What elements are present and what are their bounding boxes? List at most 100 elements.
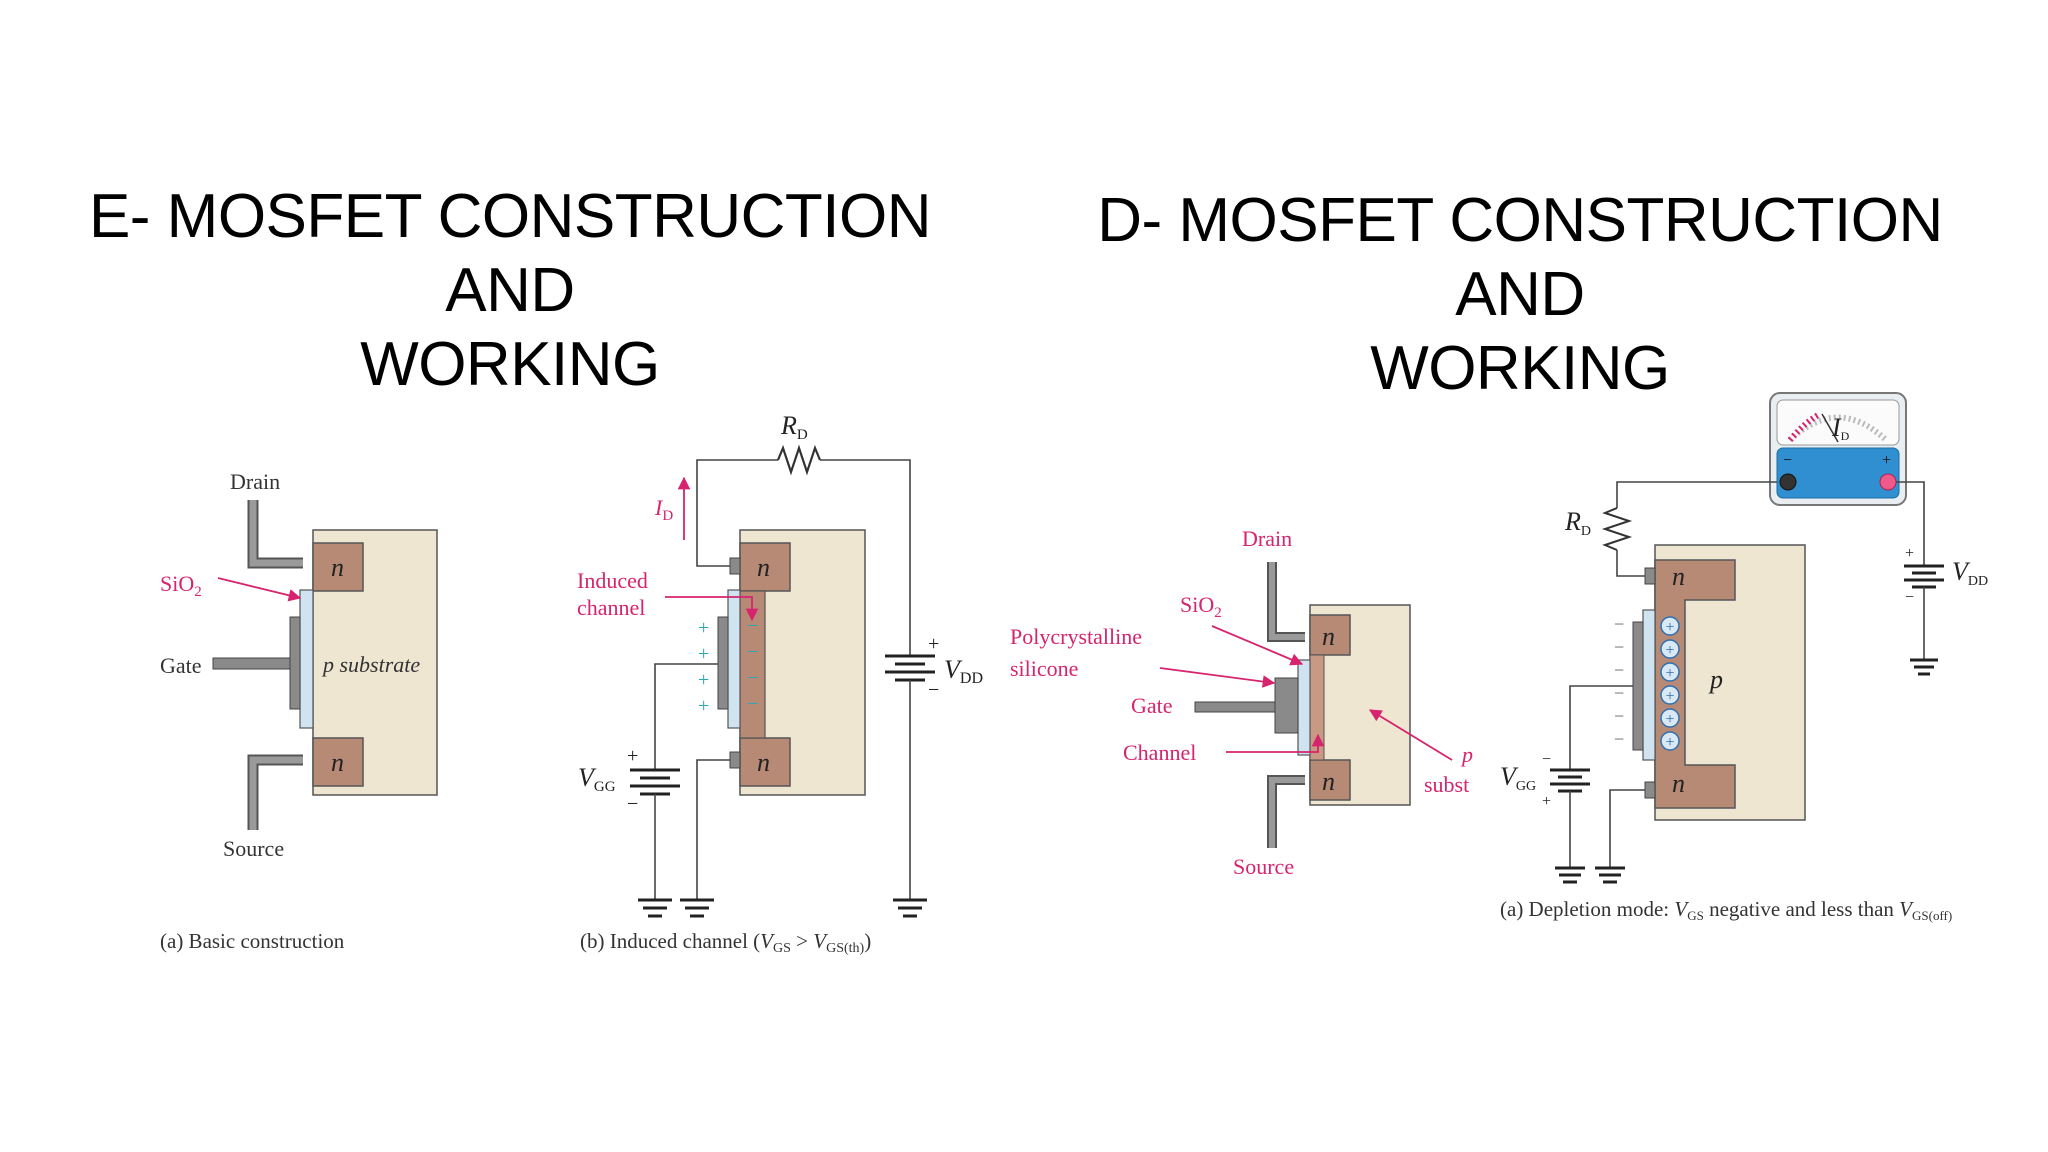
dep-sio2-layer bbox=[1642, 609, 1656, 761]
dep-gate-negative-charges: −−− −−− bbox=[1614, 614, 1624, 749]
svg-text:+: + bbox=[1665, 619, 1674, 636]
p-substrate-label: p substrate bbox=[321, 652, 420, 677]
dep-source-to-ground bbox=[1609, 789, 1645, 868]
d-drain-lead bbox=[1267, 562, 1305, 642]
dep-vgg-label: VGG bbox=[1500, 762, 1536, 794]
d-gate-plate bbox=[1274, 677, 1299, 734]
d-mosfet-construction-diagram: Drain SiO2 Polycrystalline silicone Gate… bbox=[1010, 526, 1473, 879]
e-mosfet-title-line2: WORKING bbox=[360, 330, 660, 399]
dep-ground-vgg bbox=[1555, 866, 1585, 884]
d-n-region-drain bbox=[1309, 614, 1351, 656]
d-n-bottom-label: n bbox=[1322, 767, 1335, 796]
vdd-battery bbox=[885, 654, 935, 682]
e-mosfet-title: E- MOSFET CONSTRUCTION AND WORKING bbox=[40, 180, 980, 402]
vgg-minus-sign: − bbox=[627, 793, 638, 815]
ground-symbol-source bbox=[680, 898, 714, 918]
sio2-pointer-arrow bbox=[217, 577, 302, 602]
svg-text:−: − bbox=[1614, 706, 1624, 726]
dep-rd-resistor bbox=[1601, 507, 1633, 551]
dep-p-label: p bbox=[1708, 665, 1723, 694]
e-mosfet-induced-diagram: + − + − ++++ −−−− bbox=[577, 411, 983, 956]
svg-text:−: − bbox=[1614, 729, 1624, 749]
d-channel-region bbox=[1309, 654, 1325, 761]
rd-label: RD bbox=[780, 411, 808, 443]
sio2-layer bbox=[299, 589, 314, 729]
basic-construction-caption: (a) Basic construction bbox=[160, 929, 345, 953]
n-region-drain-b bbox=[739, 542, 791, 592]
svg-text:−: − bbox=[1614, 683, 1624, 703]
drain-tab-b bbox=[729, 557, 741, 575]
d-subst-label: subst bbox=[1424, 772, 1469, 797]
svg-text:−: − bbox=[1614, 614, 1624, 634]
dep-ground-source bbox=[1595, 866, 1625, 884]
svg-text:+: + bbox=[1665, 688, 1674, 705]
dep-plus-glyphs: +++ +++ bbox=[1665, 619, 1674, 751]
svg-text:+: + bbox=[698, 617, 709, 639]
d-channel-pointer bbox=[1226, 733, 1325, 753]
gate-wire bbox=[654, 663, 718, 770]
d-poly-pointer bbox=[1159, 667, 1276, 688]
n-region-source bbox=[312, 737, 364, 787]
d-source-lead-core bbox=[1269, 777, 1305, 848]
d-n-region-source bbox=[1309, 759, 1351, 801]
dep-vgg-plus: + bbox=[1542, 793, 1551, 810]
svg-text:+: + bbox=[698, 643, 709, 665]
dep-vgg-battery bbox=[1550, 768, 1590, 793]
dep-drain-tab bbox=[1644, 567, 1656, 585]
gate-label: Gate bbox=[160, 653, 202, 678]
source-lead-core bbox=[249, 756, 303, 830]
d-mosfet-title-line2: WORKING bbox=[1370, 334, 1670, 403]
induced-label: Induced bbox=[577, 568, 648, 593]
gate-plate bbox=[289, 616, 301, 710]
source-tab-b bbox=[729, 751, 741, 769]
svg-text:−: − bbox=[747, 693, 758, 715]
vdd-label: VDD bbox=[944, 655, 983, 687]
drain-lead-core bbox=[249, 500, 303, 567]
dep-gate-plate bbox=[1632, 621, 1644, 751]
drain-wire bbox=[696, 459, 778, 567]
svg-text:+: + bbox=[1882, 452, 1891, 469]
dep-rd-wire-top bbox=[1616, 481, 1777, 508]
vgg-plus-sign: + bbox=[627, 745, 638, 767]
channel-label: channel bbox=[577, 595, 645, 620]
dep-vdd-minus: − bbox=[1905, 589, 1914, 606]
n-bottom-label-b: n bbox=[757, 748, 770, 777]
d-mosfet-depletion-diagram: + + + + + + − − − − − − − + ID bbox=[1500, 392, 1988, 923]
n-bottom-label: n bbox=[331, 748, 344, 777]
dep-rd-to-drain bbox=[1616, 550, 1645, 577]
vgg-label: VGG bbox=[578, 763, 616, 795]
drain-lead bbox=[247, 500, 303, 569]
dep-gate-wire bbox=[1569, 685, 1633, 770]
d-sio2-label: SiO2 bbox=[1180, 592, 1222, 621]
vgg-battery bbox=[630, 768, 680, 796]
svg-text:−: − bbox=[1614, 637, 1624, 657]
gate-positive-charges: + + + + bbox=[698, 617, 709, 717]
n-top-label-b: n bbox=[757, 553, 770, 582]
induced-channel-caption: (b) Induced channel (VGS > VGS(th)) bbox=[580, 929, 871, 956]
rd-to-vdd-wire bbox=[820, 459, 911, 656]
meter-id-label: ID bbox=[1831, 413, 1850, 443]
svg-text:+: + bbox=[698, 695, 709, 717]
svg-text:+: + bbox=[1665, 734, 1674, 751]
n-top-label: n bbox=[331, 553, 344, 582]
d-drain-lead-core bbox=[1269, 562, 1305, 640]
svg-text:−: − bbox=[747, 641, 758, 663]
ground-symbol-vgg bbox=[638, 898, 672, 918]
d-drain-label: Drain bbox=[1242, 526, 1292, 551]
svg-text:+: + bbox=[1665, 665, 1674, 682]
d-gate-lead bbox=[1194, 701, 1276, 713]
svg-text:+: + bbox=[698, 669, 709, 691]
e-mosfet-basic-diagram: Drain SiO2 Gate p substrate n n Source (… bbox=[160, 469, 438, 953]
source-lead bbox=[247, 754, 303, 830]
ground-symbol-vdd bbox=[893, 898, 927, 918]
d-sio2-pointer bbox=[1211, 625, 1304, 666]
d-p-pointer bbox=[1368, 709, 1453, 761]
induced-channel-pointer bbox=[665, 596, 759, 622]
dep-vgg-minus: − bbox=[1542, 751, 1551, 768]
d-sio2-layer bbox=[1297, 659, 1311, 756]
dep-vdd-plus: + bbox=[1905, 545, 1914, 562]
svg-text:+: + bbox=[1665, 642, 1674, 659]
n-region-drain bbox=[312, 542, 364, 592]
d-p-label: p bbox=[1460, 742, 1473, 767]
silicone-label: silicone bbox=[1010, 656, 1078, 681]
